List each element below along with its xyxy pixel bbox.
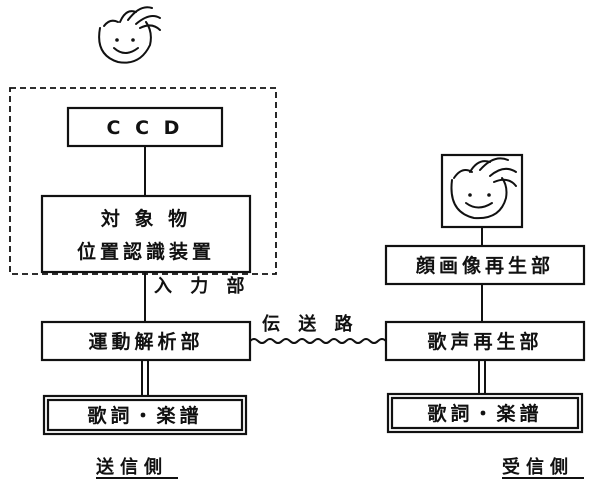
ccd-box — [66, 106, 224, 148]
receiver-side-label: 受信側 — [502, 456, 574, 478]
transmission-line — [249, 338, 391, 344]
transmission-line-label: 伝 送 路 — [262, 313, 359, 335]
receiver-face-icon — [450, 157, 517, 220]
voice-playback-label: 歌声再生部 — [427, 330, 542, 353]
face-playback-box — [384, 244, 586, 286]
sender-face-icon — [98, 6, 161, 64]
sender-lyrics-score-box — [42, 394, 248, 436]
recognizer-label-line1: 対 象 物 — [100, 207, 191, 230]
sender-side-label: 送信側 — [95, 456, 168, 478]
receiver-lyrics-score-box — [386, 392, 584, 434]
input-section-label: 入 力 部 — [154, 275, 251, 297]
receiver-lyrics-score-label: 歌詞・楽譜 — [427, 402, 542, 425]
sender-lyrics-score-label: 歌詞・楽譜 — [87, 404, 202, 427]
face-playback-label: 顔画像再生部 — [415, 254, 554, 277]
ccd-label: C C D — [107, 117, 184, 139]
motion-analysis-label: 運動解析部 — [88, 330, 203, 353]
recognizer-label-line2: 位置認識装置 — [77, 240, 215, 263]
input-section-frame — [9, 87, 277, 275]
motion-analysis-box — [40, 320, 252, 362]
receiver-face-frame — [440, 153, 524, 229]
